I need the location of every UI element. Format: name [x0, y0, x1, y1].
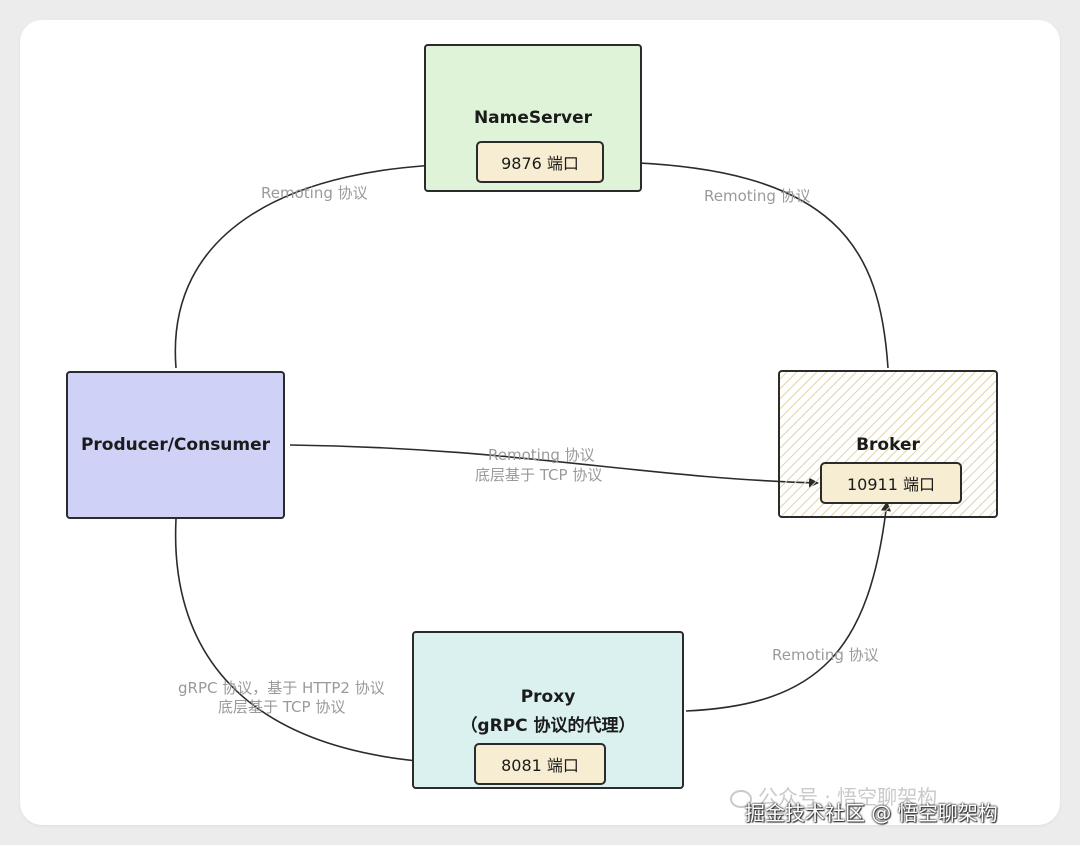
- label-client-proxy-line1: gRPC 协议，基于 HTTP2 协议: [178, 679, 385, 697]
- edge-broker-nameserver: [605, 157, 889, 369]
- edge-client-broker: [289, 444, 819, 488]
- nameserver-port: 9876 端口: [476, 141, 604, 183]
- label-client-proxy-line2: 底层基于 TCP 协议: [218, 698, 346, 716]
- label-client-nameserver: Remoting 协议: [261, 184, 368, 202]
- proxy-title-line1: Proxy: [520, 687, 576, 707]
- nameserver-title: NameServer: [473, 108, 593, 128]
- edge-client-nameserver: [174, 159, 473, 369]
- label-broker-nameserver: Remoting 协议: [704, 187, 811, 205]
- broker-title: Broker: [856, 435, 920, 455]
- label-client-broker-line1: Remoting 协议: [488, 446, 595, 464]
- proxy-title-line2: （gRPC 协议的代理）: [460, 716, 636, 736]
- label-client-broker-line2: 底层基于 TCP 协议: [475, 466, 603, 484]
- wechat-icon: [730, 789, 752, 808]
- client-title: Producer/Consumer: [80, 435, 271, 455]
- edge-proxy-broker: [685, 501, 891, 712]
- edge-client-proxy: [174, 518, 472, 769]
- client-node[interactable]: Producer/Consumer: [66, 371, 285, 519]
- watermark-juejin: 掘金技术社区 @ 悟空聊架构: [745, 801, 998, 825]
- label-proxy-broker: Remoting 协议: [772, 646, 879, 664]
- watermark-wechat: 公众号 · 悟空聊架构: [730, 781, 937, 810]
- broker-node[interactable]: Broker: [778, 370, 998, 518]
- broker-port: 10911 端口: [820, 462, 962, 504]
- proxy-port: 8081 端口: [474, 743, 606, 785]
- watermark-line1: 公众号 · 悟空聊架构: [758, 785, 938, 809]
